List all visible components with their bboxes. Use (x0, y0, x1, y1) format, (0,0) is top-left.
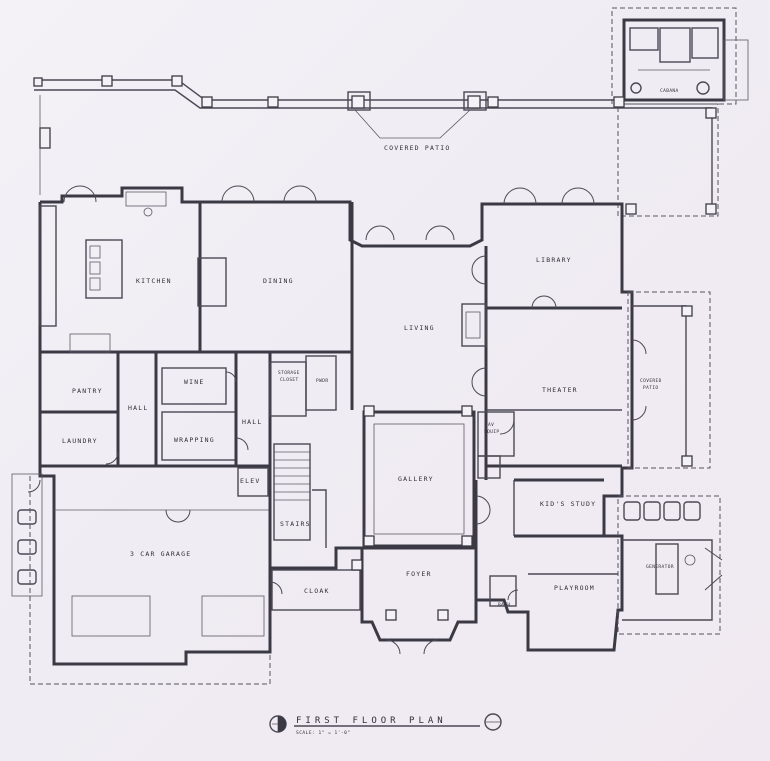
interior-walls (40, 202, 622, 611)
label-hall-west: HALL (128, 404, 148, 412)
label-storage: STORAGE (278, 370, 300, 376)
label-library: LIBRARY (536, 256, 572, 264)
label-stairs: STAIRS (280, 520, 311, 528)
label-kids-study: KID'S STUDY (540, 500, 596, 508)
label-covered-patio-side-1: COVERED (640, 378, 662, 384)
label-wrapping: WRAPPING (174, 436, 215, 444)
label-covered-patio-side-2: PATIO (643, 385, 659, 391)
label-cloak: CLOAK (304, 587, 330, 595)
label-theater: THEATER (542, 386, 578, 394)
label-laundry: LAUNDRY (62, 437, 98, 445)
label-elevator: ELEV (240, 477, 260, 485)
rear-covered-patio (34, 79, 625, 195)
label-powder: PWDR (316, 378, 328, 384)
label-foyer: FOYER (406, 570, 432, 578)
cabana (611, 7, 749, 105)
label-pantry: PANTRY (72, 387, 103, 395)
label-gallery: GALLERY (398, 475, 434, 483)
label-hall-center: HALL (242, 418, 262, 426)
plan-scale: SCALE: 1" = 1'-0" (296, 730, 351, 736)
door-swings (27, 185, 647, 655)
columns (33, 75, 717, 621)
label-closet: CLOSET (280, 377, 299, 383)
exterior-walls (38, 186, 634, 666)
generator-enclosure (617, 495, 723, 635)
plan-title: FIRST FLOOR PLAN (296, 716, 447, 726)
label-bath: BATH (498, 602, 510, 608)
label-kitchen: KITCHEN (136, 277, 172, 285)
label-playroom: PLAYROOM (554, 584, 595, 592)
label-av: AV (488, 422, 494, 428)
label-generator: GENERATOR (646, 564, 674, 570)
label-dining: DINING (263, 277, 294, 285)
label-covered-patio-rear: COVERED PATIO (384, 144, 450, 152)
garage-outline (11, 473, 271, 685)
living-fireplace (461, 303, 487, 347)
label-equip: EQUIP (484, 429, 500, 435)
label-garage: 3 CAR GARAGE (130, 550, 191, 558)
label-cabana: CABANA (660, 88, 679, 94)
kitchen-fixtures (39, 191, 227, 353)
upper-right-patio (617, 103, 719, 217)
title-block: FIRST FLOOR PLAN SCALE: 1" = 1'-0" (269, 713, 502, 736)
label-living: LIVING (404, 324, 435, 332)
label-wine: WINE (184, 378, 204, 386)
